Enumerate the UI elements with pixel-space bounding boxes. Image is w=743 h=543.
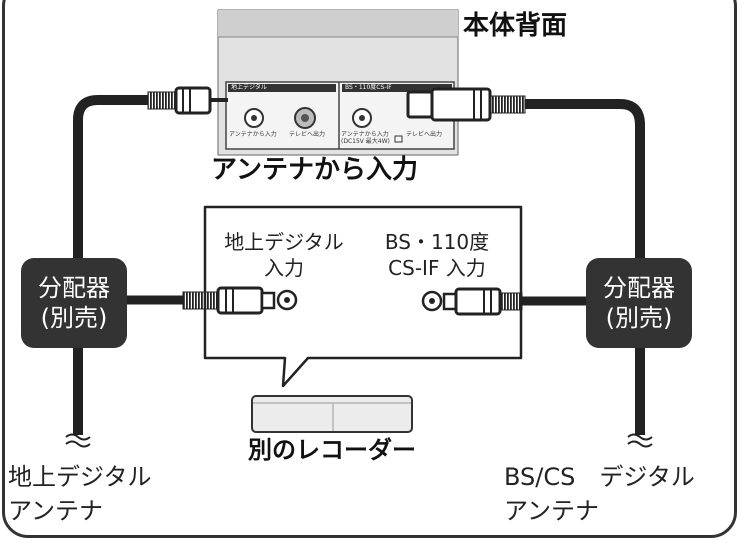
callout-bs-line2: CS-IF 入力 xyxy=(388,256,486,280)
terrestrial-header-bar xyxy=(228,84,336,92)
antenna-left-wave-icon xyxy=(65,433,91,448)
antenna-left-label: 地上デジタル アンテナ xyxy=(8,460,152,528)
antenna-right-line1: BS/CS デジタル xyxy=(504,463,695,491)
splitter-left-line2: (別売) xyxy=(40,304,108,332)
callout-bubble xyxy=(203,205,523,388)
callout-bs-input: BS・110度 CS-IF 入力 xyxy=(362,229,512,281)
panel-bs-header: BS・110度CS-IF xyxy=(345,84,392,91)
panel-bs-in-label: アンテナから入力(DC15V 最大4W) xyxy=(341,131,390,145)
splitter-left-label: 分配器 (別売) xyxy=(21,273,127,333)
callout-terrestrial-line2: 入力 xyxy=(264,256,304,280)
panel-terrestrial-in-label: アンテナから入力 xyxy=(229,131,277,138)
bs-header-bar xyxy=(342,84,452,92)
callout-terrestrial-line1: 地上デジタル xyxy=(224,230,344,254)
callout-bs-line1: BS・110度 xyxy=(384,230,490,254)
antenna-right-line2: アンテナ xyxy=(504,497,600,525)
panel-terrestrial-out-label: テレビへ出力 xyxy=(289,131,326,138)
splitter-right-box xyxy=(586,258,692,348)
cable-terrestrial-top xyxy=(73,95,148,435)
rear-panel-title: 本体背面 xyxy=(463,11,568,41)
antenna-left-line1: 地上デジタル xyxy=(8,463,152,491)
splitter-left-line1: 分配器 xyxy=(38,274,110,302)
antenna-right-wave-icon xyxy=(627,433,653,448)
panel-terrestrial-header: 地上デジタル xyxy=(231,84,267,91)
antenna-left-line2: アンテナ xyxy=(8,497,104,525)
splitter-left-box xyxy=(21,258,127,348)
recorder-label: 別のレコーダー xyxy=(248,436,416,464)
panel-bs-out-label: テレビへ出力 xyxy=(406,131,443,138)
splitter-right-line1: 分配器 xyxy=(603,274,675,302)
antenna-input-label: アンテナから入力 xyxy=(211,155,418,185)
cable-bs-top xyxy=(525,99,645,435)
callout-terrestrial-input: 地上デジタル 入力 xyxy=(214,229,354,281)
splitter-right-line2: (別売) xyxy=(605,304,673,332)
rear-panel-top xyxy=(218,10,458,37)
splitter-right-label: 分配器 (別売) xyxy=(586,273,692,333)
recorder-body xyxy=(251,395,413,433)
panel-bs-out-port xyxy=(394,135,403,143)
antenna-right-label: BS/CS デジタル アンテナ xyxy=(504,460,695,528)
